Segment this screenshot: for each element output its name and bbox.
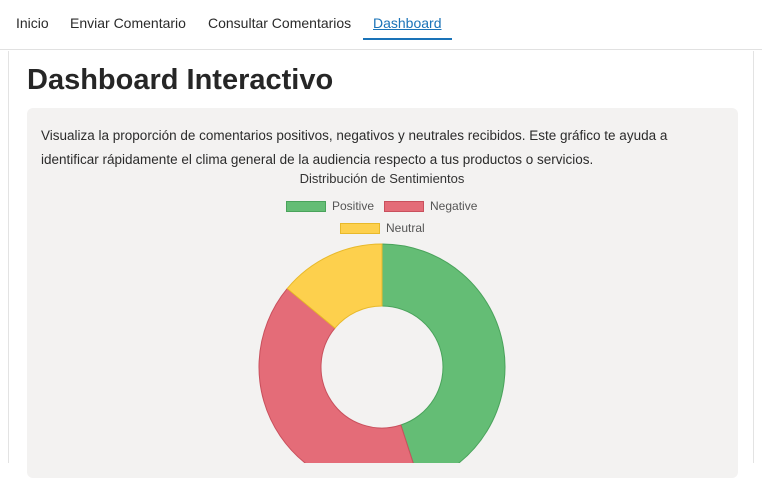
nav-link-enviar-comentario[interactable]: Enviar Comentario <box>70 15 186 31</box>
legend-swatch-negative <box>384 200 424 212</box>
top-navbar: Inicio Enviar Comentario Consultar Comen… <box>0 0 762 50</box>
nav-link-inicio[interactable]: Inicio <box>16 15 49 31</box>
nav-link-dashboard[interactable]: Dashboard <box>373 15 442 31</box>
chart-title: Distribución de Sentimientos <box>299 171 465 186</box>
chart-description: Visualiza la proporción de comentarios p… <box>41 128 668 167</box>
nav-link-consultar-comentarios[interactable]: Consultar Comentarios <box>208 15 352 31</box>
legend-swatch-neutral <box>340 222 380 234</box>
page-title: Dashboard Interactivo <box>27 64 334 96</box>
legend-item-positive[interactable]: Positive <box>286 199 374 213</box>
active-tab-indicator <box>363 38 452 40</box>
legend-label-neutral: Neutral <box>386 221 425 235</box>
legend-item-negative[interactable]: Negative <box>384 199 477 213</box>
legend-label-negative: Negative <box>430 199 478 213</box>
legend-label-positive: Positive <box>332 199 375 213</box>
legend-swatch-positive <box>286 200 326 212</box>
legend-item-neutral[interactable]: Neutral <box>340 221 425 235</box>
